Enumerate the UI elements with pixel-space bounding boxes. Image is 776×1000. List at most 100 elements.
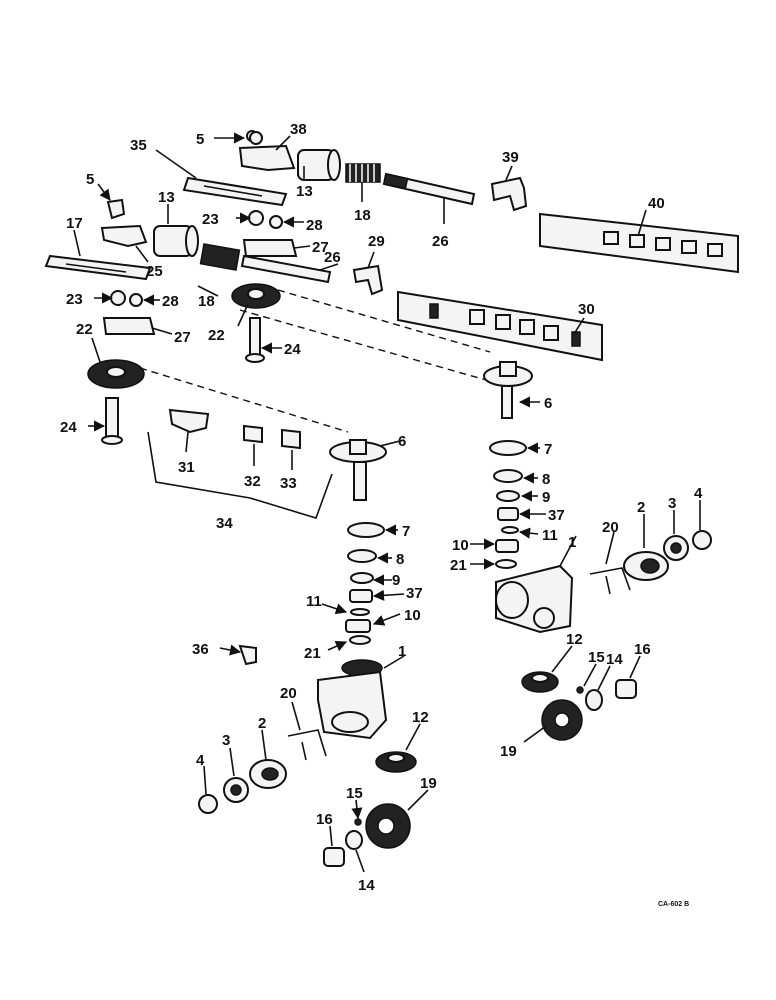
callout-32: 32 bbox=[244, 473, 261, 490]
clip-part-39 bbox=[490, 176, 528, 212]
callout-19: 19 bbox=[500, 743, 517, 760]
bearing-part-3-left bbox=[223, 777, 249, 803]
callout-12: 12 bbox=[412, 709, 429, 726]
bolt-part-24-upper bbox=[245, 317, 265, 363]
callout-29: 29 bbox=[368, 233, 385, 250]
callout-27: 27 bbox=[312, 239, 329, 256]
fork-part-20-left bbox=[287, 729, 327, 761]
callout-20: 20 bbox=[280, 685, 297, 702]
washer-stack-left bbox=[345, 522, 385, 645]
callout-13: 13 bbox=[296, 183, 313, 200]
bracket-part-38 bbox=[238, 144, 296, 172]
gearbox-housing-part-1-right bbox=[495, 564, 574, 634]
blade-part-30 bbox=[397, 290, 603, 362]
callout-8: 8 bbox=[542, 471, 550, 488]
callout-1: 1 bbox=[398, 643, 406, 660]
callout-28: 28 bbox=[162, 293, 179, 310]
callout-33: 33 bbox=[280, 475, 297, 492]
link-part-33 bbox=[281, 428, 301, 450]
callout-18: 18 bbox=[198, 293, 215, 310]
callout-24: 24 bbox=[284, 341, 301, 358]
callout-3: 3 bbox=[668, 495, 676, 512]
callout-28: 28 bbox=[306, 217, 323, 234]
callout-11: 11 bbox=[542, 527, 558, 544]
callout-18: 18 bbox=[354, 207, 371, 224]
callout-30: 30 bbox=[578, 301, 595, 318]
washer-part-28-lower bbox=[129, 293, 143, 307]
bracket-part-31 bbox=[168, 408, 210, 434]
spur-gear-part-19-left bbox=[365, 803, 411, 849]
callout-15: 15 bbox=[588, 649, 605, 666]
callout-22: 22 bbox=[76, 321, 93, 338]
nut-part-23-lower bbox=[110, 290, 126, 306]
bevel-gear-part-12-left bbox=[375, 751, 417, 773]
callout-10: 10 bbox=[404, 607, 421, 624]
rod-part-26-top bbox=[382, 172, 476, 206]
spring-part-18-top bbox=[345, 163, 381, 183]
callout-9: 9 bbox=[542, 489, 550, 506]
callout-38: 38 bbox=[290, 121, 307, 138]
callout-4: 4 bbox=[694, 485, 703, 502]
sprocket-part-22-upper bbox=[231, 283, 281, 309]
screw-part-5-top bbox=[249, 131, 263, 145]
spindle-part-6-left bbox=[329, 439, 387, 501]
callout-7: 7 bbox=[402, 523, 410, 540]
washer-stack-right bbox=[489, 440, 527, 569]
gearbox-housing-part-1-left bbox=[317, 659, 388, 740]
plate-part-27-lower bbox=[102, 317, 156, 335]
spring-part-18-left bbox=[199, 243, 241, 271]
bevel-gear-part-12-right bbox=[521, 671, 559, 693]
callout-13: 13 bbox=[158, 189, 175, 206]
callout-37: 37 bbox=[406, 585, 423, 602]
callout-2: 2 bbox=[258, 715, 266, 732]
bolt-part-24-lower bbox=[101, 397, 123, 445]
callout-24: 24 bbox=[60, 419, 77, 436]
bushing-part-16-right bbox=[615, 679, 637, 699]
chain-line-lower bbox=[139, 367, 349, 433]
cap-part-4-left bbox=[198, 794, 218, 814]
callout-1: 1 bbox=[568, 534, 576, 551]
callout-21: 21 bbox=[304, 645, 321, 662]
bracket-part-25 bbox=[100, 224, 148, 248]
callout-labels: 1 1 2 2 3 3 4 4 5 5 6 6 7 7 8 8 9 9 10 1… bbox=[60, 121, 703, 908]
rod-part-26-lower bbox=[240, 254, 332, 284]
callout-17: 17 bbox=[66, 215, 83, 232]
group-bracket-34 bbox=[147, 431, 333, 519]
pin-part-15-left bbox=[354, 818, 362, 826]
chain-line-mid bbox=[239, 309, 487, 381]
blade-part-40 bbox=[539, 212, 739, 274]
plate-part-27-upper bbox=[242, 239, 298, 257]
callout-14: 14 bbox=[606, 651, 623, 668]
chain-line-upper bbox=[277, 289, 491, 353]
callout-22: 22 bbox=[208, 327, 225, 344]
spindle-part-6-right bbox=[483, 361, 533, 419]
callout-26: 26 bbox=[324, 249, 341, 266]
callout-23: 23 bbox=[66, 291, 83, 308]
callout-20: 20 bbox=[602, 519, 619, 536]
bearing-part-3-right bbox=[663, 535, 689, 561]
callout-10: 10 bbox=[452, 537, 469, 554]
callout-9: 9 bbox=[392, 572, 400, 589]
washer-part-14-left bbox=[345, 830, 363, 850]
callout-16: 16 bbox=[634, 641, 651, 658]
link-part-32 bbox=[243, 424, 263, 444]
callout-7: 7 bbox=[544, 441, 552, 458]
callout-15: 15 bbox=[346, 785, 363, 802]
callout-8: 8 bbox=[396, 551, 404, 568]
callout-16: 16 bbox=[316, 811, 333, 828]
callout-21: 21 bbox=[450, 557, 467, 574]
callout-35: 35 bbox=[130, 137, 147, 154]
callout-4: 4 bbox=[196, 752, 205, 769]
callout-31: 31 bbox=[178, 459, 195, 476]
callout-6: 6 bbox=[544, 395, 552, 412]
callout-14: 14 bbox=[358, 877, 375, 894]
washer-part-28-upper bbox=[269, 215, 283, 229]
cap-part-4-right bbox=[692, 530, 712, 550]
cylinder-part-13-left bbox=[153, 225, 199, 257]
callout-5: 5 bbox=[86, 171, 94, 188]
callout-40: 40 bbox=[648, 195, 665, 212]
spur-gear-part-19-right bbox=[541, 699, 583, 741]
callout-27: 27 bbox=[174, 329, 191, 346]
bearing-housing-part-2-right bbox=[623, 551, 669, 581]
cylinder-part-13-top bbox=[297, 149, 341, 181]
